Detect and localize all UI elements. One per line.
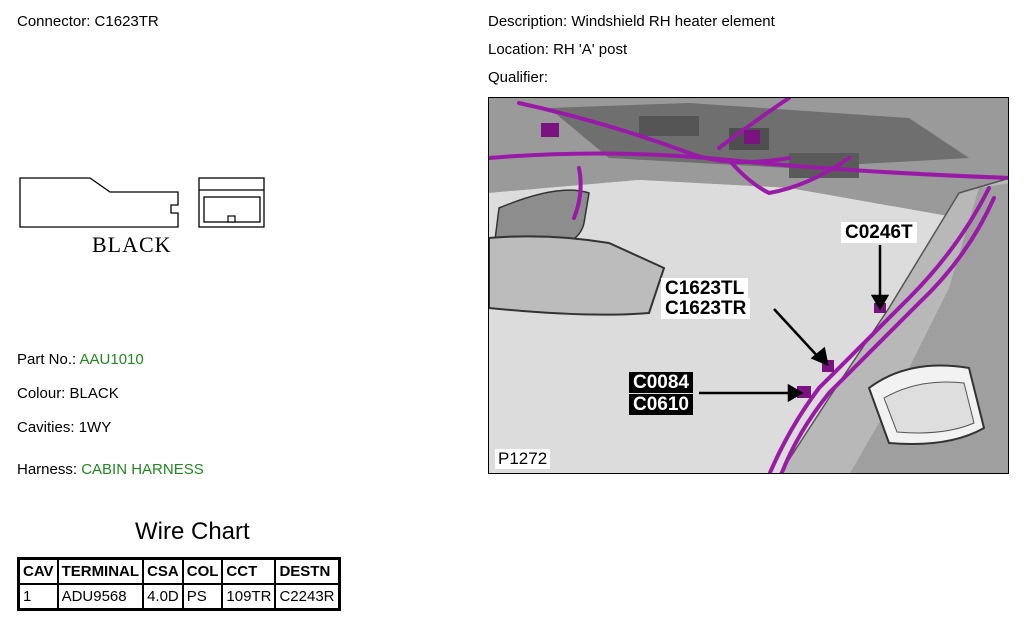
- cell-col: PS: [181, 583, 224, 611]
- connector-color-label: BLACK: [92, 232, 172, 257]
- cell-destn: C2243R: [274, 583, 340, 611]
- qualifier-line: Qualifier:: [488, 69, 548, 86]
- part-no-label: Part No.:: [17, 351, 77, 368]
- callout-c0084: C0084: [629, 372, 693, 393]
- description-value: Windshield RH heater element: [571, 13, 775, 30]
- harness-link[interactable]: CABIN HARNESS: [81, 461, 204, 478]
- cavities-line: Cavities: 1WY: [17, 419, 111, 436]
- cell-csa: 4.0D: [142, 583, 184, 611]
- qualifier-label: Qualifier:: [488, 69, 549, 86]
- description-label: Description:: [488, 13, 568, 30]
- wire-chart-table: CAV TERMINAL CSA COL CCT DESTN 1 ADU9568…: [17, 557, 341, 611]
- vehicle-interior-illustration: [489, 98, 1008, 473]
- table-row: 1 ADU9568 4.0D PS 109TR C2243R: [17, 583, 340, 611]
- callout-c1623tr: C1623TR: [661, 298, 751, 319]
- figure-id-label: P1272: [495, 449, 551, 469]
- connector-value: C1623TR: [94, 13, 159, 30]
- part-no-link[interactable]: AAU1010: [79, 351, 144, 368]
- col-header-col: COL: [181, 557, 224, 585]
- col-header-cav: CAV: [17, 557, 59, 585]
- callout-c0246t: C0246T: [841, 222, 917, 243]
- cell-cct: 109TR: [221, 583, 277, 611]
- location-line: Location: RH 'A' post: [488, 41, 627, 58]
- callout-c1623tl: C1623TL: [661, 278, 749, 299]
- harness-label: Harness:: [17, 461, 78, 478]
- wire-chart-header-row: CAV TERMINAL CSA COL CCT DESTN: [17, 557, 340, 585]
- connector-outline-drawing: [19, 177, 265, 228]
- location-label: Location:: [488, 41, 549, 58]
- cell-cav: 1: [17, 583, 59, 611]
- wire-chart-title: Wire Chart: [135, 518, 250, 545]
- col-header-destn: DESTN: [274, 557, 340, 585]
- colour-line: Colour: BLACK: [17, 385, 119, 402]
- location-figure: C0246T C1623TL C1623TR C0084 C0610 P1272: [488, 97, 1009, 474]
- colour-value: BLACK: [69, 385, 119, 402]
- col-header-terminal: TERMINAL: [56, 557, 145, 585]
- connector-line: Connector: C1623TR: [17, 13, 159, 30]
- cavities-value: 1WY: [78, 419, 112, 436]
- callout-c0610: C0610: [629, 394, 693, 415]
- location-value: RH 'A' post: [553, 41, 628, 58]
- harness-line: Harness: CABIN HARNESS: [17, 461, 204, 478]
- cavities-label: Cavities:: [17, 419, 75, 436]
- description-line: Description: Windshield RH heater elemen…: [488, 13, 775, 30]
- colour-label: Colour:: [17, 385, 66, 402]
- part-no-line: Part No.: AAU1010: [17, 351, 144, 368]
- col-header-cct: CCT: [221, 557, 277, 585]
- cell-terminal: ADU9568: [56, 583, 145, 611]
- connector-label: Connector:: [17, 13, 91, 30]
- col-header-csa: CSA: [142, 557, 184, 585]
